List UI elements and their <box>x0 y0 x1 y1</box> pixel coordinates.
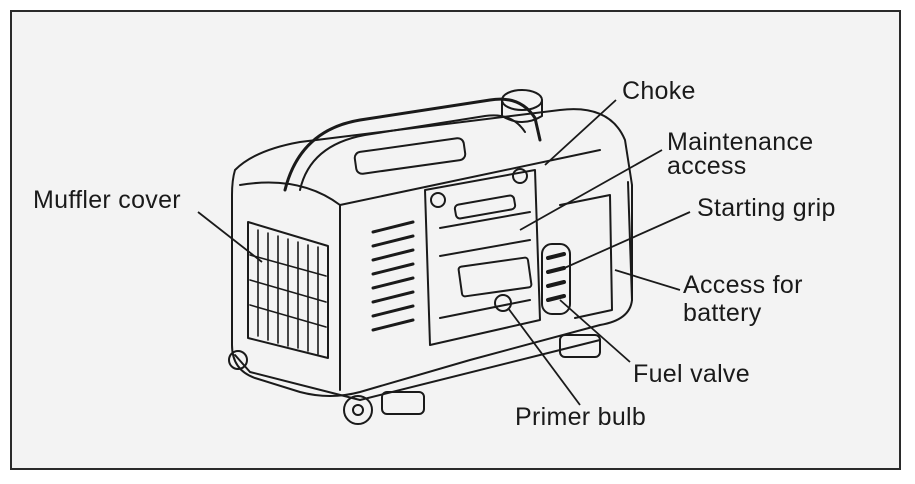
leader-maintenance <box>519 149 663 231</box>
leader-fuel-valve <box>559 299 631 363</box>
side-vents <box>371 220 415 332</box>
label-access-battery-line1: Access for <box>683 271 803 299</box>
wheel <box>343 395 373 425</box>
label-fuel-valve: Fuel valve <box>633 360 750 388</box>
foot <box>381 391 425 415</box>
diagram-frame <box>10 10 901 470</box>
carry-handle <box>283 97 542 192</box>
leader-starting-grip <box>559 211 691 271</box>
leader-choke <box>544 99 617 166</box>
label-maintenance-access-line1: Maintenance <box>667 128 814 156</box>
generator-body <box>231 108 633 397</box>
leader-primer-bulb <box>507 307 581 406</box>
leader-muffler <box>197 211 263 263</box>
label-access-battery-line2: battery <box>683 299 762 327</box>
primer-bulb-shape <box>494 294 512 312</box>
muffler-grille <box>247 221 329 359</box>
leader-battery <box>614 269 681 291</box>
maintenance-panel <box>424 169 541 346</box>
label-muffler-cover: Muffler cover <box>33 186 181 214</box>
label-choke: Choke <box>622 77 696 105</box>
label-starting-grip: Starting grip <box>697 194 836 222</box>
label-primer-bulb: Primer bulb <box>515 403 647 431</box>
label-maintenance-access-line2: access <box>667 152 747 180</box>
starting-grip-shape <box>541 243 571 315</box>
